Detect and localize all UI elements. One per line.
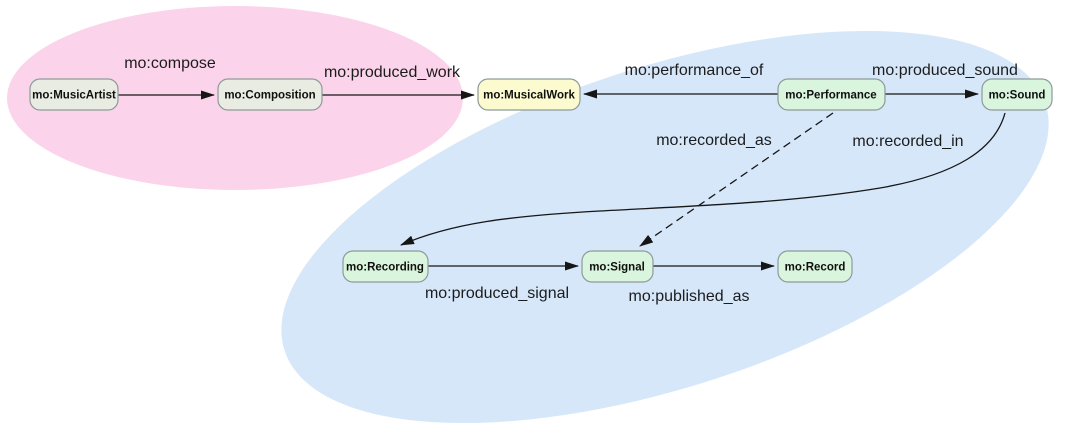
- edge-label-produced-work: mo:produced_work: [324, 64, 461, 81]
- edge-label-performance-of: mo:performance_of: [625, 62, 764, 79]
- edge-label-produced-signal: mo:produced_signal: [425, 285, 569, 302]
- node-recording-label: mo:Recording: [346, 262, 424, 274]
- node-music-artist: mo:MusicArtist: [29, 78, 119, 111]
- edge-label-produced-sound: mo:produced_sound: [872, 62, 1018, 79]
- node-musical-work: mo:MusicalWork: [477, 78, 581, 111]
- node-music-artist-label: mo:MusicArtist: [32, 90, 116, 102]
- node-recording-box: [342, 250, 429, 283]
- node-music-artist-box: [29, 78, 119, 111]
- node-sound-label: mo:Sound: [989, 90, 1046, 102]
- node-sound-box: [981, 78, 1053, 111]
- edge-recorded-in-line: [400, 112, 1006, 246]
- node-musical-work-box: [477, 78, 581, 111]
- edge-label-compose: mo:compose: [124, 55, 216, 72]
- edge-label-recorded-in: mo:recorded_in: [852, 133, 963, 150]
- edge-label-recorded-as: mo:recorded_as: [656, 132, 772, 149]
- node-composition-box: [217, 78, 323, 111]
- node-musical-work-label: mo:MusicalWork: [483, 90, 575, 102]
- node-recording: mo:Recording: [342, 250, 429, 283]
- node-sound: mo:Sound: [981, 78, 1053, 111]
- node-composition-label: mo:Composition: [224, 90, 315, 102]
- node-record: mo:Record: [777, 250, 853, 283]
- edge-label-published-as: mo:published_as: [629, 288, 750, 305]
- node-composition: mo:Composition: [217, 78, 323, 111]
- node-performance-box: [777, 78, 886, 111]
- node-signal-label: mo:Signal: [589, 262, 645, 274]
- node-performance: mo:Performance: [777, 78, 886, 111]
- node-signal-box: [581, 250, 654, 283]
- production-group-ellipse: [281, 30, 1049, 424]
- edge-recorded-as-line: [639, 112, 834, 247]
- node-performance-label: mo:Performance: [785, 90, 876, 102]
- node-record-box: [777, 250, 853, 283]
- node-record-label: mo:Record: [785, 262, 846, 274]
- node-signal: mo:Signal: [581, 250, 654, 283]
